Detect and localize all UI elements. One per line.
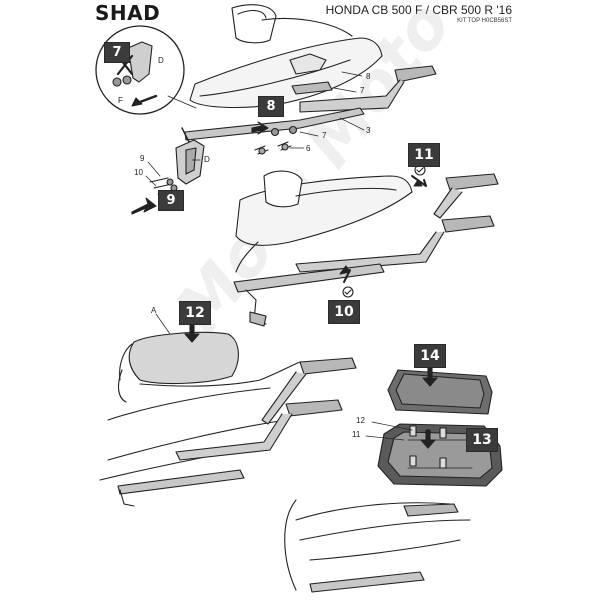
- callout-3: 3: [366, 126, 371, 135]
- bolts-step8: [254, 125, 298, 155]
- plate-step14: [387, 369, 493, 415]
- bracket-d: [149, 139, 205, 195]
- step-10-box: 10: [328, 300, 360, 324]
- detail-circle-step7: [95, 25, 185, 115]
- callout-11: 11: [352, 430, 361, 439]
- tail-section-bottom: [99, 331, 301, 481]
- tail-section-plates: [284, 499, 471, 593]
- rack-middle: [233, 173, 499, 327]
- rack-bottom: [117, 357, 357, 507]
- callout-8: 8: [366, 72, 371, 81]
- arrow-step13: [420, 429, 436, 449]
- leader-11: [365, 435, 405, 441]
- check-icon-step10: [342, 286, 354, 298]
- step-7-box: 7: [104, 42, 130, 63]
- callout-d-top: D: [158, 56, 164, 65]
- tail-section-middle: [235, 170, 413, 273]
- callout-10: 10: [134, 168, 143, 177]
- kit-code: KIT TOP H0CB56ST: [457, 18, 512, 24]
- step-12-box: 12: [179, 301, 211, 325]
- callout-7-lower: 7: [322, 131, 327, 140]
- rack-top: [181, 65, 437, 145]
- arrow-step10: [339, 265, 351, 275]
- callout-9: 9: [140, 154, 145, 163]
- callout-12: 12: [356, 416, 365, 425]
- step-9-box: 9: [158, 190, 184, 211]
- arrow-step8: [251, 121, 269, 135]
- leader-12: [371, 421, 413, 431]
- step-13-box: 13: [466, 428, 498, 452]
- callout-a: A: [151, 306, 157, 315]
- detail-leader: [167, 95, 197, 109]
- step-14-box: 14: [414, 344, 446, 368]
- model-title: HONDA CB 500 F / CBR 500 R '16: [325, 3, 512, 17]
- callout-7-upper: 7: [360, 86, 365, 95]
- callout-6: 6: [306, 144, 311, 153]
- callout-f: F: [118, 96, 123, 105]
- step-8-box: 8: [258, 96, 284, 117]
- step-11-box: 11: [408, 143, 440, 167]
- arrow-step9: [131, 197, 157, 215]
- arrow-step11: [413, 179, 423, 187]
- arrow-step14: [422, 365, 438, 387]
- tail-section-top: [189, 4, 383, 109]
- callout-d-mid: D: [204, 155, 210, 164]
- brand-logo: SHAD: [95, 1, 161, 25]
